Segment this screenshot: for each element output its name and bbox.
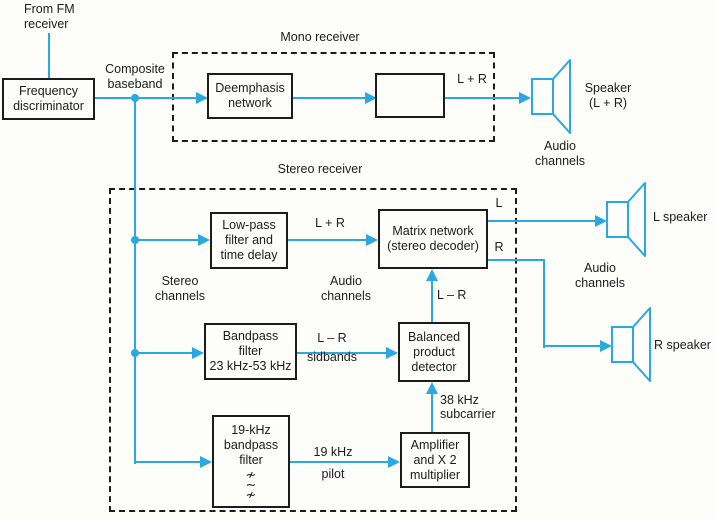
arrowhead-into-matrix bbox=[366, 234, 378, 246]
wire-composite-bus bbox=[134, 97, 136, 464]
arrowhead-into-l-speaker bbox=[595, 215, 607, 227]
bandpass-filter-symbol-icon: ≁ ∼ ≁ bbox=[245, 467, 257, 503]
pilot-bandpass-filter-block: 19-kHz bandpass filter ≁ ∼ ≁ bbox=[212, 415, 290, 508]
r-speaker-icon bbox=[611, 307, 651, 382]
arrowhead-into-pilot-filter bbox=[200, 456, 212, 468]
mono-receiver-title: Mono receiver bbox=[280, 30, 360, 44]
balanced-product-detector-label: Balanced product detector bbox=[407, 329, 461, 374]
lowpass-filter-block: Low-pass filter and time delay bbox=[210, 212, 288, 269]
lr-sidebands-label: L – R sidbands bbox=[306, 331, 358, 364]
frequency-discriminator-block: Frequency discriminator bbox=[2, 78, 95, 120]
wire-r-down bbox=[543, 259, 545, 348]
amplifier-multiplier-label: Amplifier and X 2 multiplier bbox=[409, 437, 460, 482]
mono-lr-label: L + R bbox=[457, 72, 487, 86]
arrowhead-into-balanced bbox=[386, 347, 398, 359]
composite-baseband-label: Composite baseband bbox=[105, 62, 165, 91]
from-fm-receiver-label: From FM receiver bbox=[24, 2, 75, 31]
mono-speaker-label: Speaker (L + R) bbox=[584, 81, 632, 110]
arrowhead-into-mono-output-block bbox=[365, 92, 377, 104]
mono-speaker-icon bbox=[531, 59, 571, 134]
wire-amplifier-to-balanced bbox=[431, 394, 433, 432]
wire-bandpass-to-balanced bbox=[297, 352, 386, 354]
balanced-product-detector-block: Balanced product detector bbox=[398, 322, 470, 382]
l-speaker-label: L speaker bbox=[653, 210, 708, 224]
wire-matrix-r-out bbox=[488, 259, 545, 261]
wire-matrix-l-out bbox=[488, 220, 595, 222]
amplifier-multiplier-block: Amplifier and X 2 multiplier bbox=[400, 432, 470, 488]
wire-lowpass-to-matrix bbox=[288, 239, 366, 241]
bandpass-filter-label: Bandpass filter 23 kHz-53 kHz bbox=[209, 329, 292, 373]
wire-bus-to-pilot-filter bbox=[134, 461, 202, 463]
r-speaker-label: R speaker bbox=[654, 338, 711, 352]
junction-dot-top bbox=[131, 94, 139, 102]
arrowhead-up-into-matrix bbox=[426, 269, 438, 281]
mono-audio-channels-label: Audio channels bbox=[534, 139, 586, 168]
pilot-label: 19 kHz pilot bbox=[313, 445, 353, 481]
wire-mono-to-speaker bbox=[445, 97, 519, 99]
wire-bus-to-lowpass bbox=[135, 239, 198, 241]
arrowhead-into-amplifier bbox=[388, 456, 400, 468]
stereo-audio-channels-label: Audio channels bbox=[320, 274, 372, 303]
wire-r-to-speaker bbox=[543, 345, 600, 347]
arrowhead-into-bandpass bbox=[192, 347, 204, 359]
mono-unlabeled-block bbox=[375, 73, 445, 118]
wire-bus-to-bandpass bbox=[135, 352, 192, 354]
arrowhead-into-deemphasis bbox=[196, 92, 208, 104]
l-speaker-icon bbox=[606, 182, 646, 257]
stereo-sum-lr-label: L + R bbox=[315, 216, 345, 230]
stereo-receiver-dashed-box bbox=[109, 188, 517, 512]
matrix-network-block: Matrix network (stereo decoder) bbox=[378, 209, 488, 269]
lowpass-filter-label: Low-pass filter and time delay bbox=[220, 218, 278, 262]
right-audio-channels-label: Audio channels bbox=[574, 261, 626, 290]
stereo-receiver-title: Stereo receiver bbox=[277, 162, 363, 176]
frequency-discriminator-label: Frequency discriminator bbox=[13, 84, 84, 113]
subcarrier-label: 38 kHz subcarrier bbox=[440, 393, 496, 421]
matrix-network-label: Matrix network (stereo decoder) bbox=[387, 224, 479, 253]
arrowhead-into-r-speaker bbox=[600, 340, 612, 352]
wire-fm-input bbox=[48, 33, 50, 79]
bandpass-filter-block: Bandpass filter 23 kHz-53 kHz bbox=[204, 323, 297, 380]
stereo-channels-label: Stereo channels bbox=[154, 274, 206, 303]
arrowhead-into-lowpass bbox=[198, 234, 210, 246]
wire-discriminator-to-deemphasis bbox=[95, 97, 196, 99]
arrowhead-into-mono-speaker bbox=[519, 92, 531, 104]
pilot-bandpass-filter-label: 19-kHz bandpass filter bbox=[223, 422, 279, 467]
matrix-out-r-label: R bbox=[494, 240, 504, 254]
arrowhead-up-into-balanced bbox=[426, 382, 438, 394]
wire-deemphasis-to-output bbox=[293, 97, 365, 99]
matrix-out-l-label: L bbox=[495, 196, 503, 210]
wire-balanced-to-matrix bbox=[431, 281, 433, 322]
lr-diff-label: L – R bbox=[437, 288, 467, 302]
deemphasis-network-block: Deemphasis network bbox=[207, 73, 293, 119]
deemphasis-network-label: Deemphasis network bbox=[215, 81, 285, 110]
wire-pilot-to-amplifier bbox=[290, 461, 388, 463]
